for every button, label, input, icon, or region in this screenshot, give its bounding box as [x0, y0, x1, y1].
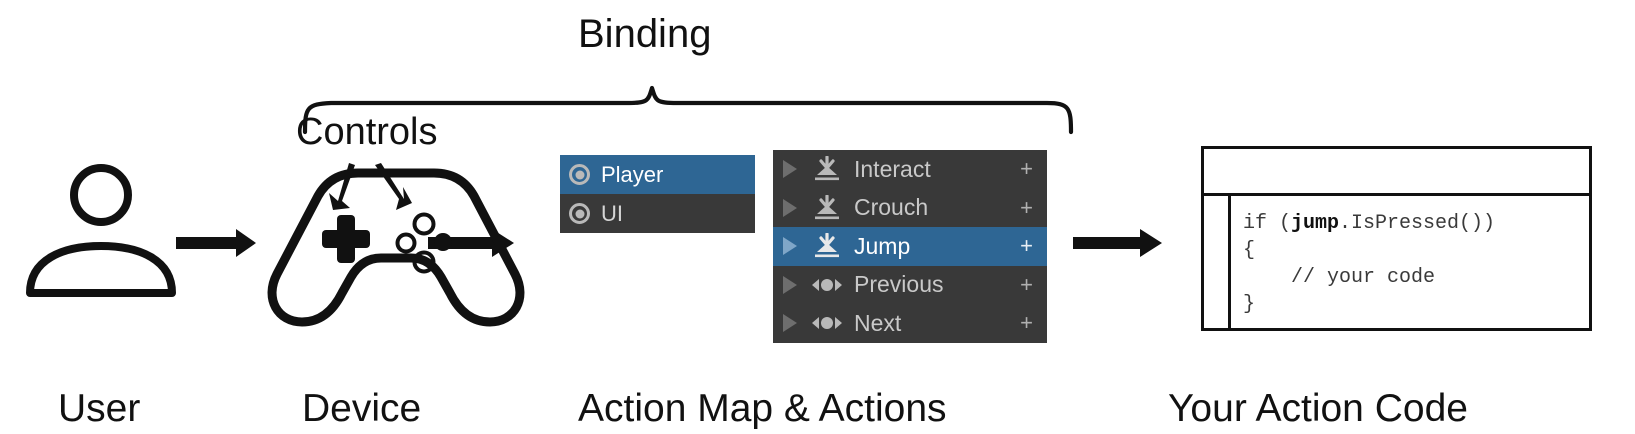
code-editor-text[interactable]: if (jump.IsPressed()) { // your code }: [1243, 212, 1496, 316]
face-button-bottom: [412, 250, 436, 274]
controls-arrow-left: [329, 163, 355, 210]
chevron-right-icon[interactable]: [783, 237, 797, 256]
add-binding-button[interactable]: +: [1020, 194, 1033, 220]
action-label: Crouch: [854, 194, 929, 221]
face-button-left: [395, 232, 417, 254]
action-label: Interact: [854, 155, 931, 182]
code-editor-window[interactable]: if (jump.IsPressed()) { // your code }: [1201, 146, 1592, 331]
action-map-icon: [569, 203, 590, 224]
code-editor-titlebar: [1204, 149, 1589, 196]
caption-code: Your Action Code: [1168, 387, 1468, 430]
button-action-icon: [811, 155, 843, 182]
button-action-icon: [811, 232, 843, 259]
arrow-actions-to-code: [1073, 229, 1162, 257]
code-editor-body: if (jump.IsPressed()) { // your code }: [1204, 196, 1589, 328]
action-map-label: UI: [601, 200, 623, 226]
action-row-interact[interactable]: Interact +: [773, 150, 1047, 189]
caption-device: Device: [302, 387, 422, 430]
add-binding-button[interactable]: +: [1020, 233, 1033, 259]
action-row-previous[interactable]: Previous +: [773, 265, 1047, 304]
actions-list[interactable]: Interact + Crouch +: [773, 150, 1047, 343]
action-map-list[interactable]: Player UI: [560, 155, 755, 233]
annotation-controls: Controls: [296, 111, 438, 153]
action-label: Previous: [854, 271, 944, 298]
action-label: Jump: [854, 232, 911, 259]
chevron-right-icon[interactable]: [783, 314, 797, 333]
action-map-label: Player: [601, 161, 664, 187]
caption-actions: Action Map & Actions: [578, 387, 947, 430]
axis-action-icon: [811, 310, 843, 336]
annotation-binding: Binding: [578, 12, 712, 56]
gamepad-icon: [267, 168, 525, 327]
action-map-icon: [569, 164, 590, 185]
chevron-right-icon[interactable]: [783, 198, 797, 217]
caption-user: User: [58, 387, 141, 430]
action-map-row-player[interactable]: Player: [560, 155, 755, 194]
button-action-icon: [811, 194, 843, 221]
user-silhouette-icon: [26, 164, 176, 297]
action-row-next[interactable]: Next +: [773, 304, 1047, 343]
chevron-right-icon[interactable]: [783, 160, 797, 179]
add-binding-button[interactable]: +: [1020, 156, 1033, 182]
add-binding-button[interactable]: +: [1020, 271, 1033, 297]
axis-action-icon: [811, 272, 843, 298]
action-row-jump[interactable]: Jump +: [773, 227, 1047, 266]
arrow-user-to-device: [176, 229, 256, 257]
face-button-top: [412, 212, 436, 236]
code-editor-gutter: [1204, 196, 1231, 328]
arrow-device-to-actions: [428, 229, 514, 257]
chevron-right-icon[interactable]: [783, 275, 797, 294]
controls-arrow-right: [375, 163, 412, 210]
add-binding-button[interactable]: +: [1020, 310, 1033, 336]
face-button-right-active: [434, 233, 452, 251]
action-label: Next: [854, 309, 902, 336]
dpad-icon: [322, 215, 370, 263]
action-map-row-ui[interactable]: UI: [560, 194, 755, 233]
action-row-crouch[interactable]: Crouch +: [773, 188, 1047, 227]
